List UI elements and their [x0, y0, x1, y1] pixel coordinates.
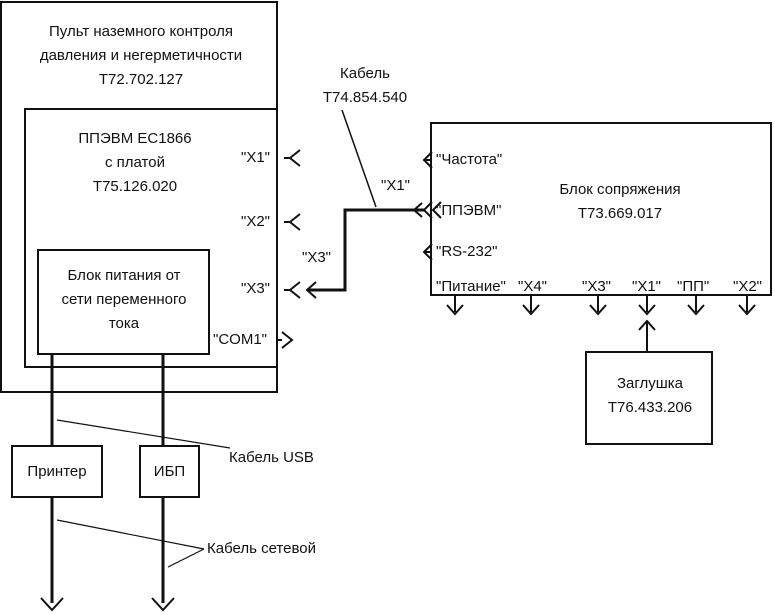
- cable-main-label: Кабель Т74.854.540: [300, 62, 430, 110]
- ups-box: [139, 445, 200, 498]
- power-leader-2: [167, 548, 205, 568]
- psu-title-line-1: Блок питания от: [67, 267, 181, 284]
- psu-title: Блок питания от сети переменного тока: [40, 264, 208, 336]
- plug-box: [585, 351, 713, 445]
- computer-title-line-2: с платой: [105, 154, 165, 171]
- usb-leader: [56, 419, 231, 449]
- port-x2-bottom-connector: [738, 295, 756, 316]
- cable-main-line: [305, 202, 425, 299]
- port-pp-label: "ПП": [677, 278, 710, 295]
- console-title-code: Т72.702.127: [98, 71, 184, 88]
- port-x1-connector: [284, 149, 301, 167]
- computer-title: ППЭВМ ЕС1866 с платой Т75.126.020: [60, 127, 210, 199]
- interface-box: [430, 122, 772, 296]
- computer-title-line-1: ППЭВМ ЕС1866: [78, 130, 192, 147]
- port-rs232-connector: [422, 243, 433, 261]
- plug-title-code: Т76.433.206: [607, 399, 693, 416]
- port-com1-label: "COM1": [213, 331, 267, 348]
- computer-box: [24, 108, 278, 368]
- port-x3-bottom-connector: [589, 295, 607, 316]
- cable-main-leader: [341, 109, 377, 208]
- printer-power-arrow: [40, 597, 64, 612]
- port-x4-label: "X4": [518, 278, 547, 295]
- ups-power-arrow: [151, 597, 175, 612]
- port-x3-connector: [284, 281, 301, 299]
- psu-title-line-3: тока: [108, 315, 140, 332]
- port-x1-bottom-connector: [638, 295, 656, 352]
- port-ppevm-connector: [422, 201, 442, 219]
- psu-box: [37, 249, 210, 355]
- port-x3-label: "X3": [241, 280, 270, 297]
- printer-box: [11, 445, 103, 498]
- port-ppevm-label: "ППЭВМ": [436, 202, 502, 219]
- port-chastota-label: "Частота": [436, 151, 503, 168]
- port-x4-connector: [522, 295, 540, 316]
- cable-main-label-code: Т74.854.540: [322, 89, 408, 106]
- port-rs232-label: "RS-232": [436, 243, 498, 260]
- port-pp-connector: [687, 295, 705, 316]
- cable-power-label: Кабель сетевой: [207, 540, 316, 557]
- cable-usb-label: Кабель USB: [229, 449, 314, 466]
- console-title-line-1: Пульт наземного контроля: [49, 23, 233, 40]
- ups-label: ИБП: [153, 463, 186, 480]
- port-pitanie-connector: [446, 295, 464, 316]
- interface-title-code: Т73.669.017: [577, 205, 663, 222]
- port-x1-label: "X1": [241, 149, 270, 166]
- port-chastota-connector: [422, 151, 433, 169]
- console-title-line-2: давления и негерметичности: [39, 47, 243, 64]
- computer-title-code: Т75.126.020: [92, 178, 178, 195]
- printer-label: Принтер: [27, 463, 87, 480]
- cable-end-x3-label: "X3": [302, 249, 331, 266]
- port-x2-bottom-label: "X2": [733, 278, 762, 295]
- plug-title-name: Заглушка: [616, 375, 684, 392]
- port-x3-bottom-label: "X3": [582, 278, 611, 295]
- plug-title: Заглушка Т76.433.206: [590, 372, 710, 420]
- port-x2-connector: [284, 213, 301, 231]
- port-pitanie-label: "Питание": [436, 278, 506, 295]
- port-com1-connector: [277, 331, 294, 349]
- power-leader-1: [56, 519, 205, 550]
- interface-title-name: Блок сопряжения: [559, 181, 681, 198]
- cable-end-x1-label: "X1": [381, 177, 410, 194]
- console-title: Пульт наземного контроля давления и неге…: [10, 20, 272, 92]
- cable-main-label-name: Кабель: [340, 65, 390, 82]
- psu-title-line-2: сети переменного: [61, 291, 187, 308]
- port-x1-bottom-label: "X1": [632, 278, 661, 295]
- interface-title: Блок сопряжения Т73.669.017: [535, 178, 705, 226]
- port-x2-label: "X2": [241, 213, 270, 230]
